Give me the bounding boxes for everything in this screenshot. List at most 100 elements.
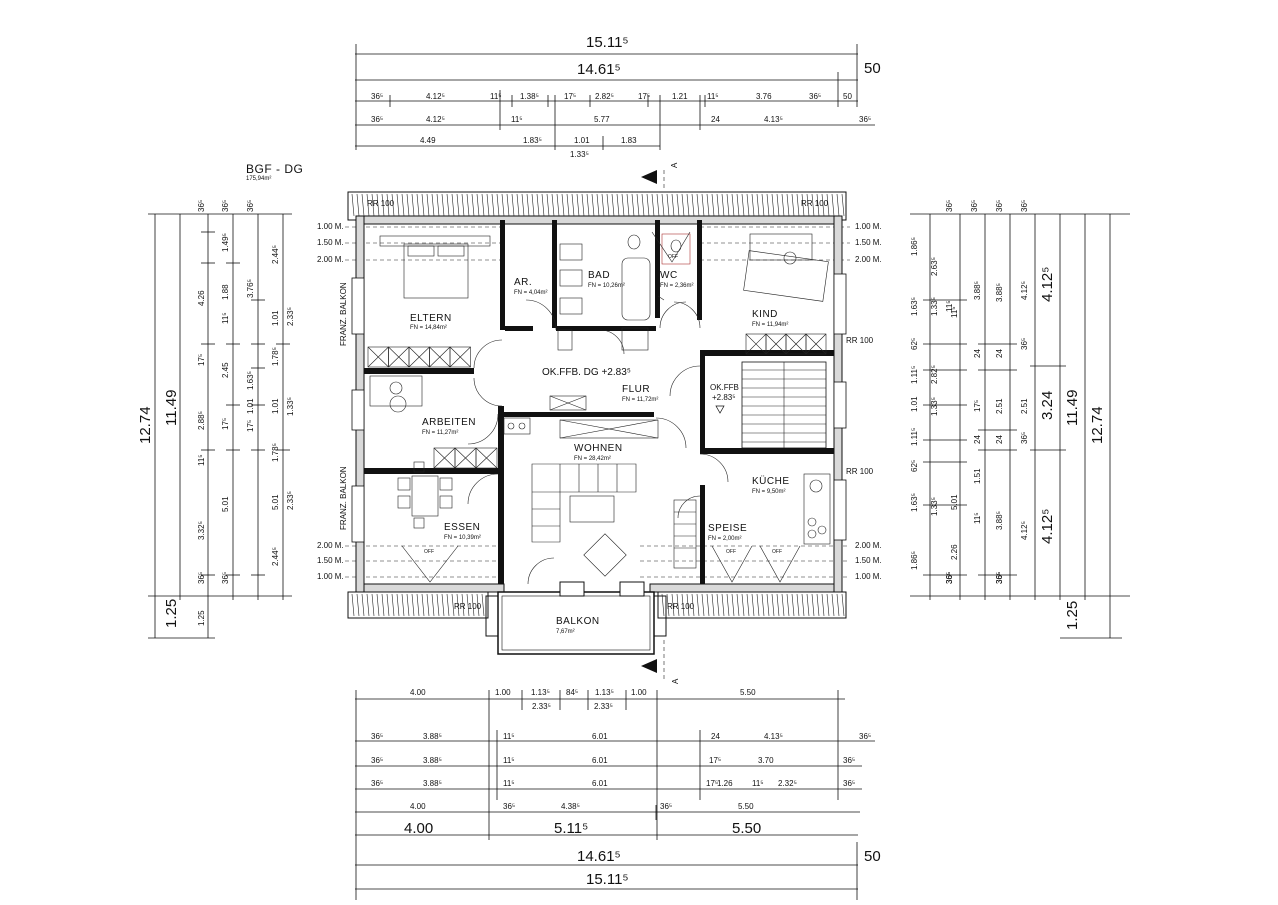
dim-right-total: 12.74 (1089, 406, 1106, 444)
speise-stair (673, 499, 697, 569)
dim-text: 1.86⁵ (910, 551, 919, 570)
room-area: FN = 11,94m² (752, 322, 788, 328)
room-name: AR. (514, 277, 532, 288)
dim-text: 3.76 (756, 92, 772, 101)
desk-kind (743, 233, 829, 302)
dim-text: 3.88⁵ (973, 281, 982, 300)
dim-text: 4.13⁵ (764, 115, 783, 124)
hatch-line (761, 193, 765, 217)
dim-text: 1.01 (271, 310, 280, 326)
franz-balkon-label: FRANZ. BALKON (339, 466, 348, 530)
room-area: FN = 10,26m² (588, 283, 625, 289)
dim-text: 1.25 (197, 610, 206, 626)
hatch-line (651, 193, 655, 217)
dim-text: 3.88⁵ (423, 779, 442, 788)
hatch-line (821, 593, 825, 617)
hatch-line (731, 593, 735, 617)
right-dimensions: 12.74 11.49 1.25 3.24 4.12⁵ 4.12⁵ 36⁵ 1.… (910, 200, 1130, 639)
hatch-line (781, 593, 785, 617)
hatch-line (486, 193, 490, 217)
hatch-line (441, 593, 445, 617)
hatch-line (501, 193, 505, 217)
room-name: ESSEN (444, 522, 480, 533)
hatch-line (661, 593, 665, 617)
dim-text: 17⁵ (709, 756, 721, 765)
hatch-line (711, 193, 715, 217)
hatch-line (356, 593, 360, 617)
hatch-line (471, 193, 475, 217)
hatch-line (401, 193, 405, 217)
dim-text: 36⁵ (995, 572, 1004, 584)
dim-text: 1.11⁵ (910, 428, 919, 446)
hatch-line (706, 593, 710, 617)
dim-text: 17⁵ (706, 779, 718, 788)
dim-text: 4.00 (404, 820, 433, 837)
hatch-line (546, 193, 550, 217)
dim-text: 5.01 (950, 494, 959, 510)
hatch-line (696, 593, 700, 617)
dim-text: 1.38⁵ (520, 92, 539, 101)
section-label: A (670, 162, 679, 168)
hatch-line (491, 193, 495, 217)
height-label: 1.00 M. (855, 572, 882, 581)
height-lines-right: 1.00 M. 1.50 M. 2.00 M. 2.00 M. 1.50 M. … (640, 222, 882, 581)
hatch-line (716, 593, 720, 617)
hatch-line (626, 193, 630, 217)
dim-text: 1.00 (495, 688, 511, 697)
room-name: BAD (588, 270, 610, 281)
rr-label: RR 100 (846, 467, 874, 476)
dim-text: 36⁵ (995, 572, 1004, 584)
hatch-line (746, 593, 750, 617)
hatch-line (381, 193, 385, 217)
rr-label: RR 100 (454, 602, 482, 611)
dim-text: 2.51 (995, 398, 1004, 414)
hatch-line (751, 193, 755, 217)
room-name: KÜCHE (752, 475, 790, 487)
dim-text: 2.33⁵ (594, 702, 613, 711)
franz-balkon-label: FRANZ. BALKON (339, 282, 348, 346)
hatch-line (641, 193, 645, 217)
dim-text: 11⁵ (511, 115, 523, 124)
hatch-line (736, 193, 740, 217)
hatch-line (841, 193, 845, 217)
dim-left-eave: 1.25 (163, 599, 180, 628)
dim-text: 17⁵ (246, 420, 255, 432)
off-label: OFF (424, 549, 434, 555)
height-label: 1.50 M. (317, 238, 344, 247)
dim-text: 36⁵ (197, 200, 206, 212)
hatch-line (551, 193, 555, 217)
off-label: OFF (726, 549, 736, 555)
dim-text: 3.88⁵ (995, 283, 1004, 302)
hatch-line (475, 447, 498, 469)
dim-text: 3.76⁵ (246, 279, 255, 298)
dim-text: 5.50 (740, 688, 756, 697)
dim-text: 2.45 (221, 362, 230, 378)
hatch-line (736, 593, 740, 617)
dim-text: 62⁵ (910, 460, 919, 472)
dim-text: 1.33⁵ (930, 297, 939, 316)
sofa (531, 463, 637, 577)
hatch-line (706, 193, 710, 217)
dim-text: 5.01 (271, 494, 280, 510)
rr-label: RR 100 (367, 199, 395, 208)
desk-arbeiten (369, 375, 423, 413)
dim-text: 36⁵ (843, 756, 855, 765)
dim-text: 4.00 (410, 688, 426, 697)
hatch-line (426, 193, 430, 217)
dim-text: 5.01 (221, 496, 230, 512)
hatch-line (765, 333, 787, 355)
hatch-line (836, 593, 840, 617)
level-main: OK.FFB. DG +2.83⁵ (542, 367, 631, 378)
dim-text: 4.26 (197, 290, 206, 306)
hatch-line (429, 346, 451, 368)
hatch-line (521, 193, 525, 217)
hatch-line (596, 193, 600, 217)
hatch-line (456, 593, 460, 617)
hatch-line (411, 193, 415, 217)
hatch-line (416, 593, 420, 617)
room-name: ARBEITEN (422, 417, 476, 428)
hatch-line (391, 193, 395, 217)
dim-text: 1.33⁵ (930, 497, 939, 516)
dim-text: 24 (995, 435, 1004, 444)
dim-text: 2.44⁵ (271, 245, 280, 264)
